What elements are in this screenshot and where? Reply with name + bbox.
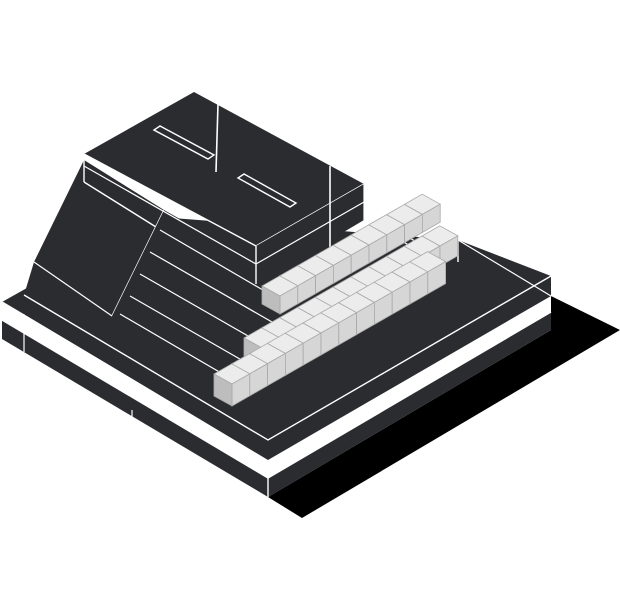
- block-edge-line: [83, 181, 165, 233]
- main-block: [33, 92, 441, 400]
- top-slot: [152, 125, 216, 160]
- dark-step-line: [159, 229, 281, 301]
- dark-step-line: [139, 273, 263, 345]
- block-edge-line: [83, 165, 257, 265]
- block-front-face: [112, 210, 256, 400]
- tier-right-face: [268, 276, 551, 460]
- cast-shadow: [268, 296, 620, 518]
- vertical-accent-line: [215, 103, 219, 173]
- block-edge-line: [255, 201, 365, 265]
- step-block-front: [427, 260, 447, 295]
- block-right-face: [256, 184, 364, 284]
- step-row-end: [261, 285, 281, 315]
- tier-left-face: [24, 295, 268, 460]
- base-edge-line: [267, 311, 552, 479]
- step-row-end: [213, 373, 233, 407]
- step-block-front: [421, 203, 441, 234]
- tier-outline: [23, 275, 552, 441]
- top-slot: [236, 173, 298, 208]
- base-right-face: [268, 312, 551, 497]
- tier-edge-line: [457, 239, 552, 297]
- white-steps: [213, 193, 459, 407]
- block-edge-line: [33, 261, 113, 317]
- dark-step-line: [129, 295, 253, 367]
- dark-step-line: [149, 251, 273, 323]
- block-left-slope: [34, 160, 164, 316]
- base-left-face: [2, 320, 268, 497]
- base-edge-line: [1, 319, 269, 479]
